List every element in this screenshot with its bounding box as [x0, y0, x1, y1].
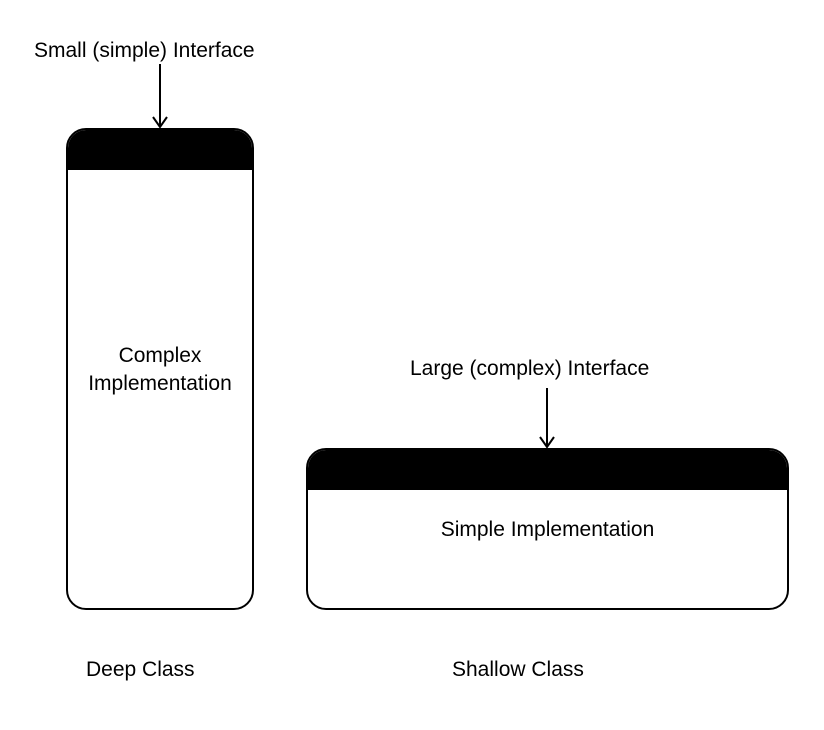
deep-class-implementation-line-1: Complex — [118, 344, 202, 367]
deep-class-interface-label: Small (simple) Interface — [34, 39, 255, 62]
shallow-class-box: Simple Implementation — [306, 448, 789, 610]
deep-class-implementation-label: Complex Implementation — [68, 342, 252, 398]
shallow-class-interface-bar — [308, 450, 787, 490]
deep-class-box: Complex Implementation — [66, 128, 254, 610]
deep-class-interface-arrow — [152, 64, 168, 129]
shallow-class-interface-label: Large (complex) Interface — [410, 357, 650, 380]
shallow-class-implementation-label: Simple Implementation — [440, 518, 655, 541]
deep-class-title: Deep Class — [86, 658, 195, 681]
shallow-class-title: Shallow Class — [452, 658, 584, 681]
deep-class-interface-bar — [68, 130, 252, 170]
deep-class-implementation-line-2: Implementation — [88, 372, 232, 395]
shallow-class-interface-arrow — [539, 388, 555, 449]
